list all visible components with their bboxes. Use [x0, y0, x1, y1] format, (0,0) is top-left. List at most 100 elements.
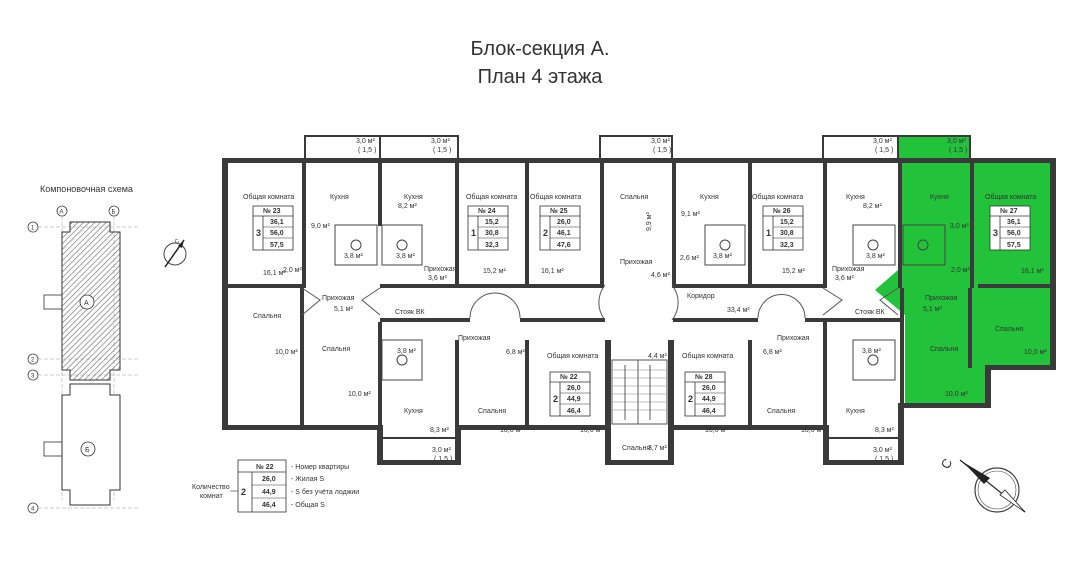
area-value: 2,6 м²	[680, 255, 699, 262]
balcony-loggia: ( 1,5 )	[434, 456, 452, 463]
balcony-loggia: ( 1,5 )	[358, 147, 376, 154]
room-living: Общая комната	[466, 193, 517, 201]
apt-24-total: 32,3	[485, 242, 499, 249]
apt-23-nolog: 56,0	[270, 230, 284, 237]
compass-letter: С	[938, 456, 956, 472]
balcony-area: 3,0 м²	[947, 138, 966, 145]
plan-subtitle: План 4 этажа	[477, 66, 603, 88]
scheme-title: Компоновочная схема	[40, 184, 133, 194]
room-living: Общая комната	[530, 193, 581, 201]
apt-22-living: 26,0	[567, 385, 581, 392]
area-value: 15,2 м²	[782, 268, 805, 275]
axis-label-1: 1	[31, 226, 35, 232]
area-value: 2,0 м²	[951, 267, 970, 274]
area-value: 6,8 м²	[763, 349, 782, 356]
area-value: 8,2 м²	[863, 203, 882, 210]
room-bedroom: Спальня	[322, 346, 350, 353]
legend-desc: - Жилая S	[291, 476, 324, 483]
apt-22-rooms: 2	[553, 394, 558, 404]
room-hallway: Прихожая	[832, 266, 865, 273]
legend: Количество комнат № 22 2 26,0 44,9 46,4 …	[192, 459, 359, 513]
legend-desc: - Номер квартиры	[291, 464, 349, 471]
room-kitchen: Кухня	[404, 408, 423, 415]
apt-28-nolog: 44,9	[702, 396, 716, 403]
apt-28-living: 26,0	[702, 385, 716, 392]
legend-nolog: 44,9	[262, 489, 276, 496]
area-value: 3,8 м²	[397, 348, 416, 355]
apt-box-24: № 24 1 15,2 30,8 32,3	[467, 205, 509, 251]
apt-box-26: № 26 1 15,2 30,8 32,3	[762, 205, 804, 251]
area-value: 3,6 м²	[428, 275, 447, 282]
apt-27-nolog: 56,0	[1007, 230, 1021, 237]
legend-rooms: 2	[241, 487, 246, 497]
apt-26-nolog: 30,8	[780, 230, 794, 237]
north-arrow-small: С	[163, 238, 187, 268]
area-value: 9,9 м²	[646, 212, 653, 231]
room-corridor: Коридор	[687, 293, 715, 300]
area-value: 10,0 м²	[500, 427, 523, 434]
area-value: 16,0 м²	[705, 427, 728, 434]
apt-27-number: № 27	[1000, 207, 1018, 215]
apt-23-total: 57,5	[270, 242, 284, 249]
room-bedroom: Спальня	[253, 313, 281, 320]
room-kitchen: Кухня	[700, 194, 719, 201]
section-a-label: А	[84, 300, 89, 307]
apt-box-27: № 27 3 36,1 56,0 57,5	[989, 205, 1031, 251]
balcony-loggia: ( 1,5 )	[875, 147, 893, 154]
apt-23-living: 36,1	[270, 219, 284, 226]
area-value: 16,1 м²	[1021, 268, 1044, 275]
compass-letter-small: С	[174, 238, 181, 246]
legend-desc: - Общая S	[291, 501, 325, 509]
area-value: 8,3 м²	[430, 427, 449, 434]
axis-label-4: 4	[31, 507, 35, 513]
room-bedroom: Спальня	[622, 445, 650, 452]
apt-24-rooms: 1	[471, 228, 476, 238]
apt-24-number: № 24	[478, 207, 496, 215]
area-value: 3,0 м²	[950, 223, 969, 230]
apt-26-number: № 26	[773, 207, 791, 215]
apt-box-28: № 28 2 26,0 44,9 46,4	[684, 371, 726, 417]
balcony-area: 3,0 м²	[432, 447, 451, 454]
apt-28-rooms: 2	[688, 394, 693, 404]
room-bedroom: Спальня	[930, 346, 958, 353]
section-b-label: Б	[85, 447, 90, 454]
apt-22-nolog: 44,9	[567, 396, 581, 403]
area-value: 10,0 м²	[945, 391, 968, 398]
room-hallway: Прихожая	[925, 295, 958, 302]
legend-total: 46,4	[262, 502, 276, 509]
apt-box-23: № 23 3 36,1 56,0 57,5	[252, 205, 294, 251]
axis-label-2: 2	[31, 358, 35, 364]
legend-living: 26,0	[262, 476, 276, 483]
room-living: Общая комната	[985, 193, 1036, 201]
room-bedroom: Спальня	[995, 326, 1023, 333]
axis-label-3: 3	[31, 374, 35, 380]
balcony-labels: 3,0 м² ( 1,5 ) 3,0 м² ( 1,5 ) 3,0 м² ( 1…	[356, 138, 967, 463]
balcony-area: 3,0 м²	[651, 138, 670, 145]
apt-26-living: 15,2	[780, 219, 794, 226]
layout-scheme: Компоновочная схема А Б 1 2 3 4 А	[27, 184, 140, 514]
room-kitchen: Кухня	[330, 194, 349, 201]
room-labels: Общая комната Общая комната Общая комнат…	[243, 193, 1036, 452]
room-kitchen: Кухня	[930, 194, 949, 201]
outer-wall-left	[222, 158, 228, 430]
balcony-area: 3,0 м²	[431, 138, 450, 145]
room-kitchen: Кухня	[404, 194, 423, 201]
apt-25-nolog: 46,1	[557, 230, 571, 237]
area-value: 5,1 м²	[334, 306, 353, 313]
apt-25-rooms: 2	[543, 228, 548, 238]
area-value: 3,6 м²	[835, 275, 854, 282]
area-value: 8,3 м²	[875, 427, 894, 434]
room-kitchen: Кухня	[846, 194, 865, 201]
section-a-marker	[79, 294, 95, 310]
area-value: 10,0 м²	[1024, 349, 1047, 356]
legend-apt-number: № 22	[256, 463, 274, 471]
area-value: 3,8 м²	[344, 253, 363, 260]
axis-label-b: Б	[112, 210, 116, 216]
outer-wall-right	[1050, 158, 1056, 370]
apt-23-number: № 23	[263, 207, 281, 215]
room-living: Общая комната	[682, 352, 733, 360]
room-bedroom: Спальня	[767, 408, 795, 415]
room-hallway: Прихожая	[322, 295, 355, 302]
apt-28-total: 46,4	[702, 408, 716, 415]
apt-23-rooms: 3	[256, 228, 261, 238]
